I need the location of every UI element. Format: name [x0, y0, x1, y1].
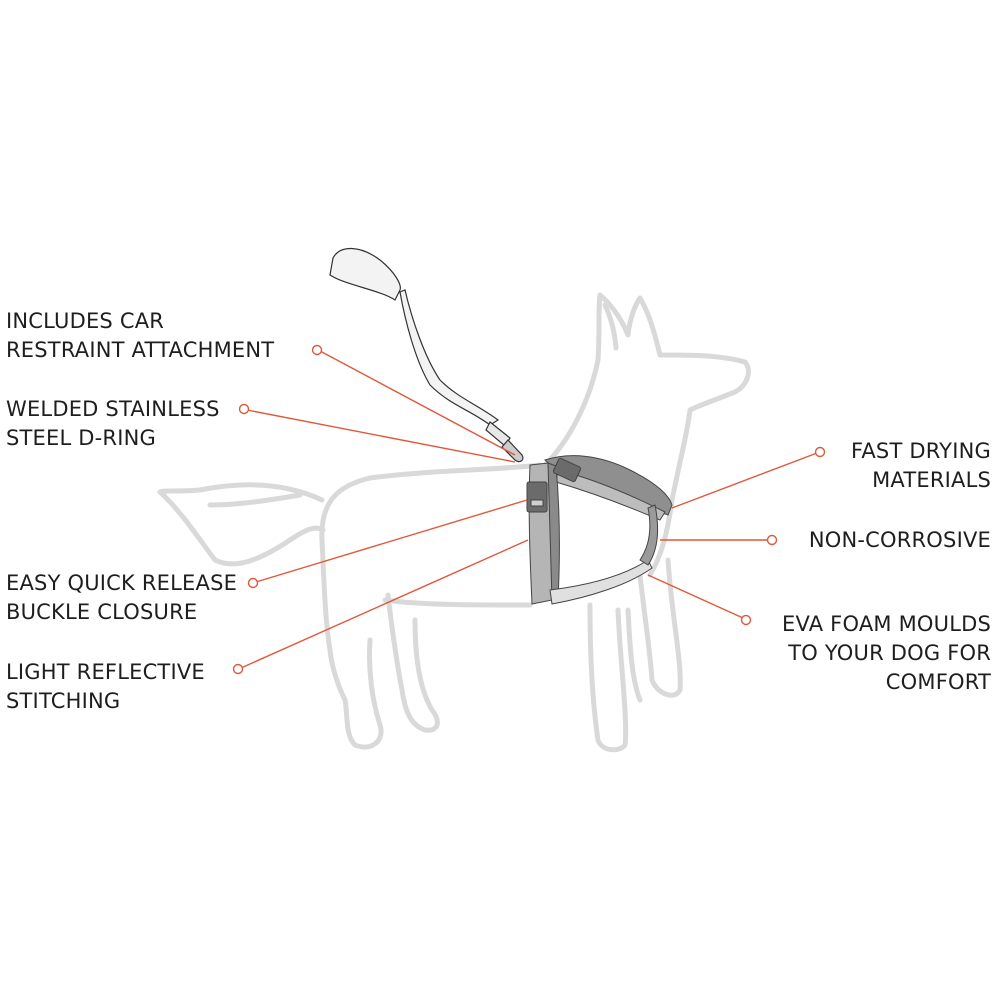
callout-line: LIGHT REFLECTIVE	[6, 660, 205, 684]
callout-line: NON-CORROSIVE	[808, 528, 991, 552]
callout-line: BUCKLE CLOSURE	[6, 600, 198, 624]
callout-line: TO YOUR DOG FOR	[788, 641, 991, 665]
callout-car-restraint: INCLUDES CAR RESTRAINT ATTACHMENT	[6, 307, 274, 365]
callout-line: EVA FOAM MOULDS	[782, 612, 991, 636]
callout-fast-drying: FAST DRYING MATERIALS	[851, 437, 991, 495]
callout-line: STITCHING	[6, 689, 121, 713]
callout-line: RESTRAINT ATTACHMENT	[6, 338, 275, 362]
dog-outline	[157, 292, 751, 753]
callout-leaders	[232, 344, 826, 675]
callout-reflective: LIGHT REFLECTIVE STITCHING	[6, 658, 205, 716]
callout-d-ring: WELDED STAINLESS STEEL D-RING	[6, 395, 220, 453]
callout-buckle: EASY QUICK RELEASE BUCKLE CLOSURE	[6, 569, 237, 627]
callout-line: INCLUDES CAR	[6, 309, 165, 333]
callout-line: MATERIALS	[872, 468, 991, 492]
leash	[329, 247, 524, 463]
callout-line: EASY QUICK RELEASE	[6, 571, 238, 595]
callout-non-corrosive: NON-CORROSIVE	[809, 526, 991, 555]
callout-line: FAST DRYING	[851, 439, 991, 463]
callout-line: COMFORT	[885, 670, 991, 694]
buckle-icon	[526, 481, 548, 513]
callout-line: WELDED STAINLESS	[6, 397, 220, 421]
callout-line: STEEL D-RING	[6, 426, 156, 450]
callout-eva-foam: EVA FOAM MOULDS TO YOUR DOG FOR COMFORT	[782, 610, 991, 697]
harness	[526, 455, 673, 605]
